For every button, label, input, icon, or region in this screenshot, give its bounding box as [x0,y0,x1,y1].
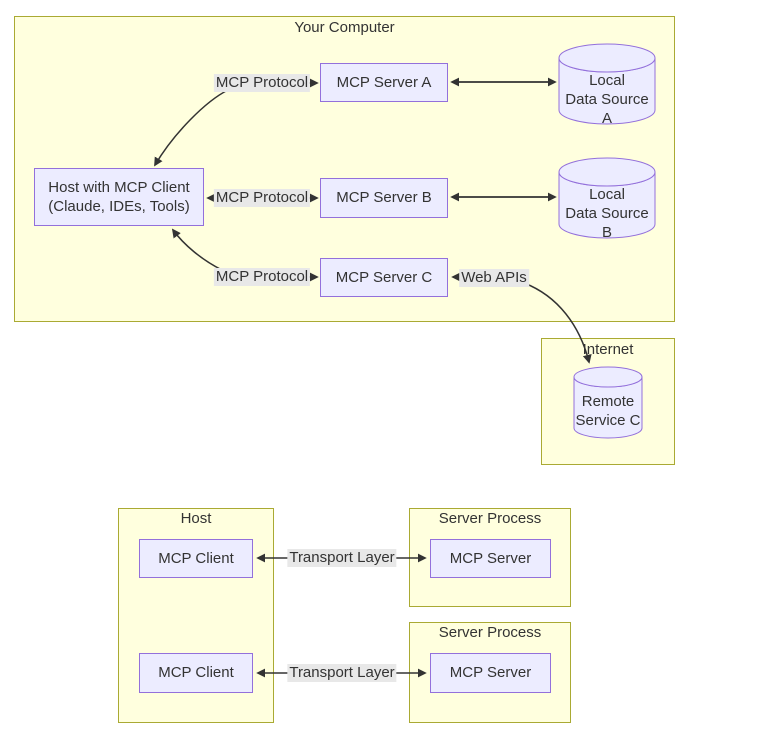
mcp-protocol-label-b: MCP Protocol [213,189,311,207]
mcp-server-b-node: MCP Server B [320,178,448,218]
mcp-server-1-node: MCP Server [430,539,551,578]
transport-layer-label-2: Transport Layer [287,664,397,682]
edge-host-to-label-a [154,89,229,167]
internet-cluster [541,338,675,465]
local-data-source-b-label: Local Data Source B [559,185,655,242]
host-with-mcp-client-node: Host with MCP Client (Claude, IDEs, Tool… [34,168,204,226]
mcp-client-2-node: MCP Client [139,653,253,693]
host-node-line1: Host with MCP Client [48,178,190,196]
server-process-1-cluster-title: Server Process [438,510,542,527]
remote-service-line1: Remote [581,393,635,410]
local-data-source-a-label: Local Data Source A [559,71,655,128]
remote-service-c-label: Remote Service C [570,392,646,430]
data-source-b-line2: Data Source B [565,205,649,241]
mcp-client-1-node: MCP Client [139,539,253,578]
remote-service-c-cylinder [573,366,643,439]
internet-cluster-title: Internet [582,341,634,358]
mcp-server-c-node: MCP Server C [320,258,448,297]
edge-label-c-to-host [171,228,223,271]
mcp-protocol-label-c: MCP Protocol [213,268,311,286]
mcp-server-2-node: MCP Server [430,653,551,693]
host-cluster-title: Host [180,510,212,527]
local-data-source-b-cylinder [558,157,656,239]
host-node-line2: (Claude, IDEs, Tools) [48,198,190,215]
mcp-protocol-label-a: MCP Protocol [213,74,311,92]
edge-webapis-to-remote-service [523,282,592,364]
data-source-a-line1: Local [589,72,625,89]
remote-service-line2: Service C [575,412,641,429]
web-apis-label: Web APIs [459,269,529,287]
transport-layer-label-1: Transport Layer [287,549,397,567]
mcp-server-a-node: MCP Server A [320,63,448,102]
local-data-source-a-cylinder [558,43,656,125]
data-source-a-line2: Data Source A [565,91,649,127]
data-source-b-line1: Local [589,186,625,203]
server-process-2-cluster-title: Server Process [438,624,542,641]
your-computer-cluster-title: Your Computer [294,19,395,36]
